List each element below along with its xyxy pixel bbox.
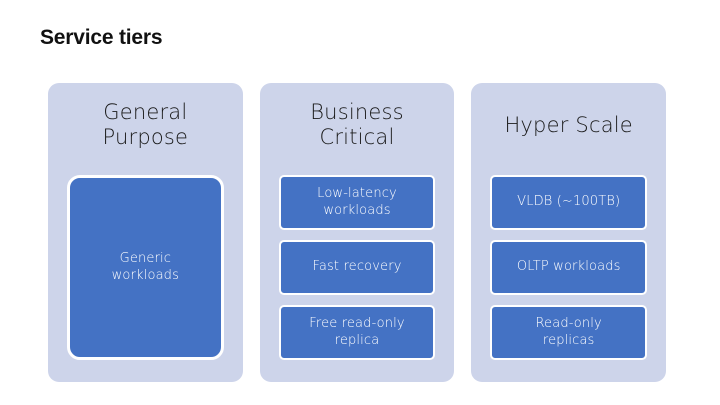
tier-items-hyper-scale: VLDB (~100TB) OLTP workloads Read-only r… bbox=[471, 167, 666, 382]
tier-item-read-only-replicas[interactable]: Read-only replicas bbox=[490, 305, 648, 360]
tier-item-low-latency-workloads[interactable]: Low-latency workloads bbox=[278, 175, 436, 230]
tier-heading-label: Business Critical bbox=[310, 100, 404, 149]
tier-item-oltp-workloads[interactable]: OLTP workloads bbox=[490, 240, 648, 295]
tier-card-business-critical[interactable]: Business Critical Low-latency workloads … bbox=[259, 83, 455, 382]
tier-item-label: Fast recovery bbox=[312, 259, 402, 275]
tier-items-general-purpose: Generic workloads bbox=[48, 167, 243, 382]
service-tier-columns: General Purpose Generic workloads Busine… bbox=[48, 83, 667, 382]
tier-item-free-read-only-replica[interactable]: Free read-only replica bbox=[278, 305, 436, 360]
tier-item-label: Generic workloads bbox=[111, 250, 180, 283]
tier-item-label: VLDB (~100TB) bbox=[517, 194, 621, 210]
tier-heading-label: Hyper Scale bbox=[504, 112, 633, 137]
tier-item-fast-recovery[interactable]: Fast recovery bbox=[278, 240, 436, 295]
tier-heading-business-critical: Business Critical bbox=[260, 83, 455, 167]
tier-item-label: Low-latency workloads bbox=[317, 185, 397, 218]
tier-heading-general-purpose: General Purpose bbox=[48, 83, 243, 167]
page-title: Service tiers bbox=[40, 26, 163, 49]
tier-heading-hyper-scale: Hyper Scale bbox=[471, 83, 666, 167]
tier-item-label: Free read-only replica bbox=[309, 315, 405, 348]
tier-card-hyper-scale[interactable]: Hyper Scale VLDB (~100TB) OLTP workloads… bbox=[471, 83, 667, 382]
tier-item-label: OLTP workloads bbox=[516, 259, 621, 275]
tier-item-generic-workloads[interactable]: Generic workloads bbox=[67, 175, 224, 360]
tier-heading-label: General Purpose bbox=[102, 100, 189, 149]
tier-items-business-critical: Low-latency workloads Fast recovery Free… bbox=[260, 167, 455, 382]
tier-item-label: Read-only replicas bbox=[535, 315, 602, 348]
tier-item-vldb[interactable]: VLDB (~100TB) bbox=[490, 175, 648, 230]
tier-card-general-purpose[interactable]: General Purpose Generic workloads bbox=[48, 83, 243, 382]
